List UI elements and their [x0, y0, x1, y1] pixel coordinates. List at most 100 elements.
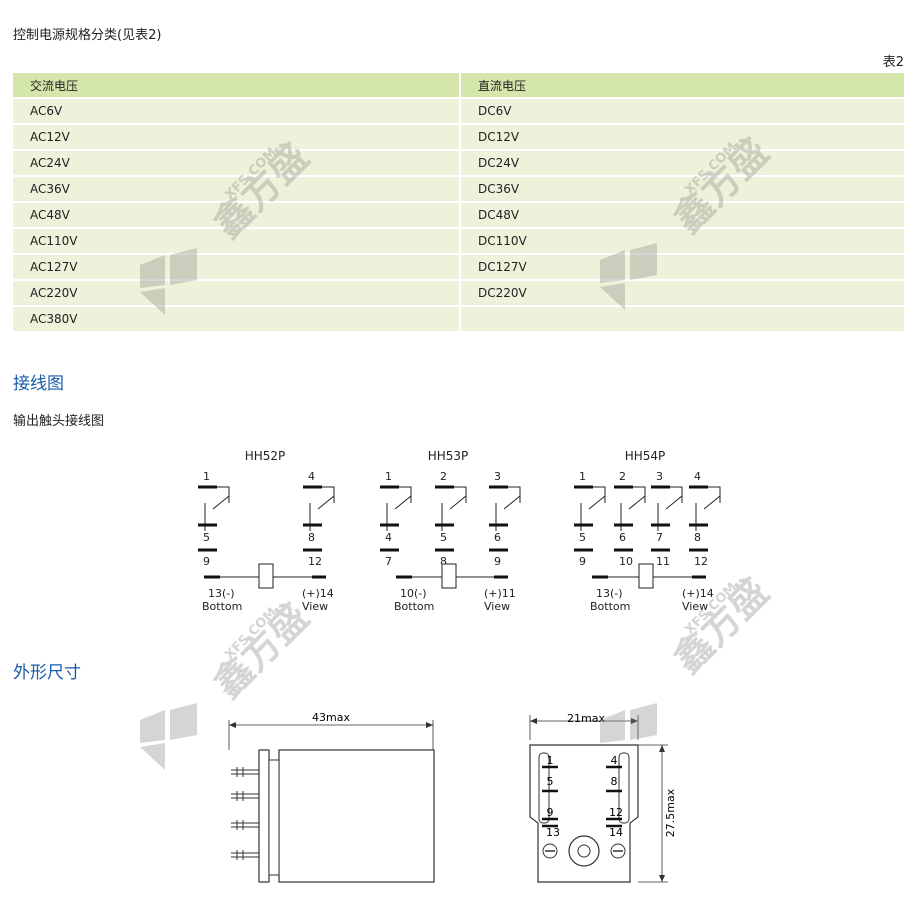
terminal-label: 1 [385, 470, 392, 483]
model-label: HH53P [428, 449, 469, 463]
terminal-label: 6 [494, 531, 501, 544]
coil-label: (+)14 [302, 587, 334, 600]
watermark-logo: 鑫方盛 XFS.COM [140, 595, 317, 770]
header-dc: 直流电压 [459, 73, 904, 99]
relay-body [278, 749, 435, 883]
pin-label: 4 [611, 754, 618, 767]
terminal-label: 3 [494, 470, 501, 483]
watermark-logo: 鑫方盛 XFS.COM [140, 135, 317, 315]
cell-ac: AC110V [13, 229, 459, 255]
cell-dc: DC6V [459, 99, 904, 125]
watermark-mark [600, 703, 657, 743]
pin-slot-left [538, 752, 550, 824]
cell-ac: AC36V [13, 177, 459, 203]
terminal-label: 8 [440, 555, 447, 568]
pin-label: 5 [547, 775, 554, 788]
pin-marks [542, 765, 622, 828]
relay-flange [268, 759, 280, 876]
table-header-row: 交流电压 直流电压 [13, 73, 904, 99]
watermark-brand: 鑫方盛 [205, 135, 317, 247]
watermark-logo: 鑫方盛 XFS.COM [600, 570, 777, 743]
pin-label: 12 [609, 806, 623, 819]
watermark-brand: 鑫方盛 [205, 595, 317, 706]
cell-ac: AC380V [13, 307, 459, 333]
terminal-label: 11 [656, 555, 670, 568]
watermark-brand: 鑫方盛 [665, 570, 777, 682]
terminal-label: 1 [203, 470, 210, 483]
coil-label: 13(-) [596, 587, 623, 600]
terminal-label: 2 [619, 470, 626, 483]
mount-hole-inner [577, 844, 591, 858]
watermark-brand: 鑫方盛 [665, 130, 777, 242]
front-width-label: 21max [567, 712, 605, 725]
cell-dc: DC48V [459, 203, 904, 229]
cell-dc: DC12V [459, 125, 904, 151]
coil-label: (+)11 [484, 587, 516, 600]
side-view-drawing: 43max [228, 711, 435, 883]
terminal-label: 12 [308, 555, 322, 568]
terminal-label: 10 [619, 555, 633, 568]
view-label: Bottom [590, 600, 630, 613]
terminal-label: 12 [694, 555, 708, 568]
terminal-label: 5 [440, 531, 447, 544]
cell-ac: AC48V [13, 203, 459, 229]
terminal-label: 9 [494, 555, 501, 568]
terminal-label: 7 [385, 555, 392, 568]
height-label: 27.5max [664, 788, 677, 837]
terminal-label: 1 [579, 470, 586, 483]
view-label: View [302, 600, 328, 613]
pin-label: 14 [609, 826, 623, 839]
terminal-label: 2 [440, 470, 447, 483]
cell-ac: AC12V [13, 125, 459, 151]
coil-symbol [638, 563, 654, 589]
cell-ac: AC6V [13, 99, 459, 125]
pin-label: 9 [547, 806, 554, 819]
terminal-label: 5 [579, 531, 586, 544]
watermark-mark [140, 248, 197, 315]
terminal-label: 8 [694, 531, 701, 544]
wiring-subtitle: 输出触头接线图 [13, 414, 105, 429]
model-label: HH54P [625, 449, 666, 463]
cell-dc: DC220V [459, 281, 904, 307]
terminal-label: 4 [385, 531, 392, 544]
view-label: Bottom [394, 600, 434, 613]
view-label: View [682, 600, 708, 613]
coil-label: 13(-) [208, 587, 235, 600]
relay-front-outline [529, 744, 639, 883]
view-label: Bottom [202, 600, 242, 613]
terminal-label: 4 [308, 470, 315, 483]
dimensions-section-title: 外形尺寸 [13, 663, 81, 683]
watermark-logo: 鑫方盛 XFS.COM [600, 130, 777, 310]
cell-ac: AC24V [13, 151, 459, 177]
cell-dc: DC127V [459, 255, 904, 281]
terminal-label: 7 [656, 531, 663, 544]
terminal-label: 9 [579, 555, 586, 568]
table-row: AC380V [13, 307, 904, 333]
cell-ac: AC127V [13, 255, 459, 281]
model-label: HH52P [245, 449, 286, 463]
terminal-label: 8 [308, 531, 315, 544]
cell-ac: AC220V [13, 281, 459, 307]
terminal-label: 3 [656, 470, 663, 483]
cell-dc [459, 307, 904, 333]
pin-slot-right [618, 752, 630, 824]
coil-symbol [441, 563, 457, 589]
cell-dc: DC110V [459, 229, 904, 255]
header-ac: 交流电压 [13, 73, 459, 99]
view-label: View [484, 600, 510, 613]
pin-label: 1 [547, 754, 554, 767]
intro-text: 控制电源规格分类(见表2) [13, 28, 162, 43]
cell-dc: DC24V [459, 151, 904, 177]
coil-symbol [258, 563, 274, 589]
coil-label: 10(-) [400, 587, 427, 600]
wiring-section-title: 接线图 [13, 374, 64, 394]
table-number: 表2 [882, 55, 904, 70]
